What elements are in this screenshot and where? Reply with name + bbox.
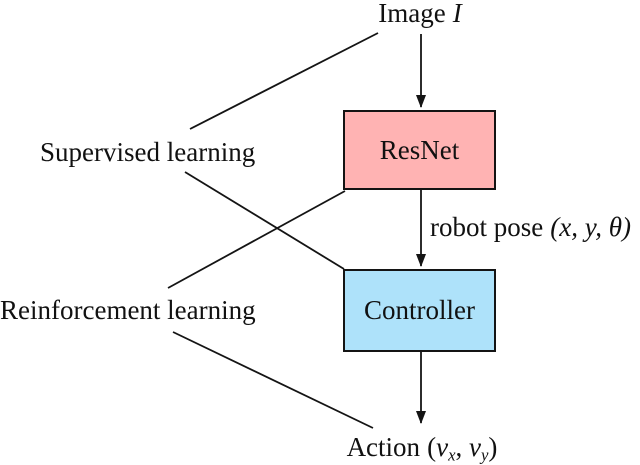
action-vx-symbol: v (436, 432, 449, 462)
action-comma: , (455, 432, 469, 462)
action-vx-subscript: x (448, 445, 456, 465)
robot-pose-text: robot pose (430, 212, 544, 242)
action-open-paren: ( (427, 432, 437, 462)
image-input-math-symbol: I (452, 0, 462, 28)
image-input-text: Image (378, 0, 446, 28)
supervised-learning-label: Supervised learning (40, 137, 256, 167)
controller-box: Controller (343, 269, 496, 352)
robot-pose-edge-label: robot pose(x, y, θ) (430, 211, 631, 243)
controller-box-label: Controller (364, 295, 475, 325)
edge-supervised-to-image-line (189, 32, 379, 130)
reinforcement-learning-label: Reinforcement learning (0, 295, 256, 325)
edge-reinforcement-to-resnet-line (167, 190, 346, 289)
resnet-box-label: ResNet (379, 134, 460, 165)
action-vy-symbol: v (469, 432, 481, 462)
edge-reinforcement-to-action-line (172, 331, 374, 429)
edge-supervised-to-controller-line (184, 171, 345, 270)
action-vy-subscript: y (480, 445, 489, 465)
robot-pose-math: (x, y, θ) (550, 212, 631, 242)
resnet-box: ResNet (343, 110, 496, 190)
action-close-paren: ) (488, 432, 498, 462)
action-output-label: Action(vx, vy) (322, 431, 522, 465)
action-text: Action (346, 432, 421, 462)
